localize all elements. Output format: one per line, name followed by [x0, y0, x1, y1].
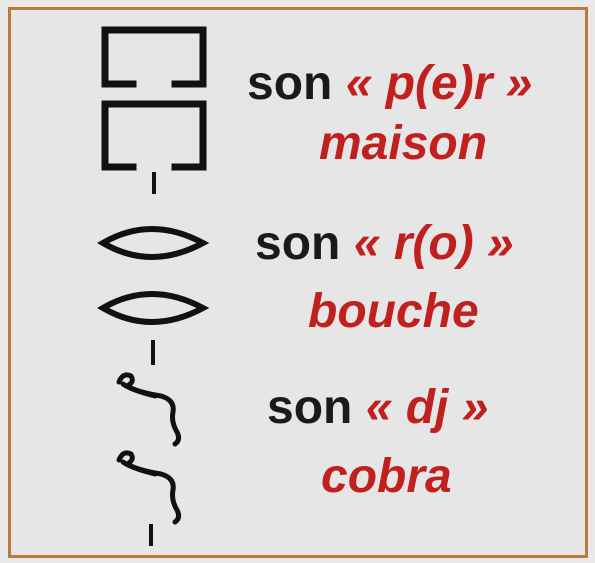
glossary-card: son « p(e)r » maison son « r(o) » bouche…: [8, 7, 588, 558]
row-2-meaning: bouche: [308, 285, 479, 338]
house-hieroglyph-icon: [101, 26, 207, 194]
sound-transliteration: « dj »: [365, 381, 489, 434]
sound-transliteration: « r(o) »: [353, 217, 514, 270]
son-label: son: [247, 57, 333, 110]
son-label: son: [255, 217, 341, 270]
cobra-hieroglyph-icon: [116, 372, 182, 546]
row-1-sound-line: son « p(e)r »: [247, 60, 532, 108]
son-label: son: [267, 381, 353, 434]
row-3-meaning: cobra: [321, 450, 452, 503]
sound-transliteration: « p(e)r »: [345, 57, 533, 110]
row-3-sound-line: son « dj »: [267, 384, 488, 432]
mouth-hieroglyph-icon: [97, 226, 210, 365]
row-2-sound-line: son « r(o) »: [255, 220, 514, 268]
row-1-meaning: maison: [319, 117, 488, 170]
